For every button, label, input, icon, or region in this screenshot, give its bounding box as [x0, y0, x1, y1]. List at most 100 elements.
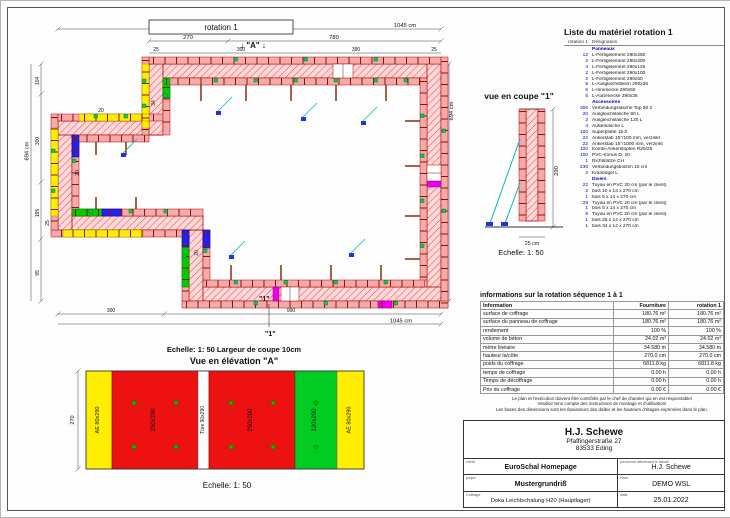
- note-line-3: Les bases des dimensions sont les épaiss…: [496, 406, 708, 412]
- worker-cell: personne effectuant le travail H.J. Sche…: [618, 459, 724, 474]
- info-fourniture: 24.02 m³: [613, 334, 669, 345]
- plan-wall-openings: [280, 63, 442, 302]
- material-label: bois 34 x 14 x 270 cm: [592, 224, 639, 230]
- material-qty: 306: [579, 106, 588, 112]
- info-rows: surface de coffrage 180.76 m² 180.76 m² …: [480, 309, 724, 395]
- date-value: 25.01.2022: [653, 497, 689, 505]
- dim-int-20a: 20: [98, 108, 104, 114]
- plan-brace-marks: [95, 85, 420, 280]
- elevation-title: Vue en élévation "A": [190, 356, 278, 366]
- material-qty: 22: [582, 135, 588, 141]
- dim-left-total: 694 cm: [25, 141, 31, 160]
- material-qty: 1: [585, 224, 588, 230]
- material-qty: 2: [585, 76, 588, 82]
- info-row: temps de coffrage 0.00 h 0.00 h: [480, 368, 724, 378]
- material-col-label: Désignation: [592, 40, 618, 45]
- material-row: 4 Außenlasche L: [564, 124, 724, 130]
- section-prop-foot-2: [501, 222, 508, 226]
- material-row: Divers: [564, 177, 724, 183]
- material-label: bois 5 x 14 x 270 cm: [592, 194, 636, 200]
- material-qty: 9: [585, 212, 588, 218]
- company-city: 83533 Eding: [575, 444, 613, 452]
- material-qty: 1: [585, 194, 588, 200]
- material-label: L-Fertigelement 290x100: [592, 70, 646, 76]
- info-row: surface de coffrage 180.76 m² 180.76 m²: [480, 309, 724, 319]
- material-row: 22 Ankerstab 15°/100 mm, verzinkt: [564, 136, 724, 142]
- info-rotation-value: 34.580 m: [668, 343, 724, 353]
- material-label: Außenlasche L: [592, 123, 624, 129]
- material-row: 4 L-Fertigelement 290x125: [564, 65, 724, 71]
- info-rotation-value: 6811.8 kg: [668, 359, 724, 370]
- material-row: Accessoires: [564, 100, 724, 106]
- material-qty: 12: [582, 52, 588, 58]
- section-prop-strut: [503, 182, 521, 227]
- section-prop-foot-1: [486, 222, 493, 226]
- material-label: Ankerstab 15°/1000 mm, verzinkt: [592, 141, 663, 147]
- date-cell: date 25.01.2022: [618, 492, 724, 507]
- note-line-1: Le plan et l'exécution doivent être cont…: [512, 396, 692, 401]
- name-label: Nom: [620, 476, 629, 481]
- material-row: 6 L-Innenecke 290x50: [564, 88, 724, 94]
- section-view: vue en coupe "1" 290 25 cm Echelle: 1: 5…: [484, 91, 563, 257]
- material-row: 2 L-Fertigelement 290x50: [564, 77, 724, 83]
- material-qty: 2: [585, 58, 588, 64]
- dim-top-total: 1045 cm: [394, 23, 416, 29]
- company-block: H.J. Schewe Pfaffingerstraße 27 83533 Ed…: [464, 421, 724, 459]
- name-cell: Nom DEMO WSL: [618, 475, 724, 490]
- material-label: Kranbügel L: [592, 171, 618, 177]
- plan-scale-note: Echelle: 1: 50 Largeur de coupe 10cm: [167, 345, 302, 354]
- material-row: 2 L-Fertigelement 290x200: [564, 59, 724, 65]
- section-prop-diagonal: [488, 138, 521, 227]
- info-fourniture: 270.0 cm: [613, 351, 669, 361]
- dim-top-270: 270: [183, 35, 193, 41]
- material-label: Ausgleichslasche 90 L: [592, 111, 640, 117]
- material-list-header: rotation 1 Désignation: [564, 40, 724, 46]
- material-label: L-Fertigelement 290x250: [592, 52, 646, 58]
- material-qty: 22: [582, 182, 588, 188]
- titleblock-row-project: projet Mustergrundriß Nom DEMO WSL: [464, 475, 724, 492]
- material-label: bois 5 x 14 x 270 cm: [592, 206, 636, 212]
- info-col-fourniture: Fourniture: [613, 300, 669, 311]
- material-row: 22 Ankerstab 15°/1000 mm, verzinkt: [564, 142, 724, 148]
- material-label: Tuyau en PVC 20 cm (par le client): [592, 182, 667, 188]
- material-qty: 1: [585, 159, 588, 165]
- elevation-panel-250-left: [111, 370, 199, 470]
- info-row: Temps de décoffrage 0.00 h 0.00 h: [480, 376, 724, 387]
- info-label: rendement: [480, 326, 614, 336]
- material-row: 2 Ausgleichslasche 120 L: [564, 118, 724, 124]
- project-cell: projet Mustergrundriß: [464, 475, 619, 491]
- material-label: Panneaux: [592, 47, 615, 52]
- info-row: hauteur la/côte 270.0 cm 270.0 cm: [480, 351, 724, 361]
- material-row: 5 L-Außenecke 290x36: [564, 94, 724, 100]
- elevation-marker-a: ↓ "A" ↓: [240, 41, 266, 50]
- section-marker-1-top: "1": [259, 296, 270, 303]
- info-rotation-value: 0.00 h: [668, 376, 724, 387]
- material-row: 1 Richtstütze CH: [564, 159, 724, 165]
- elevation-label-ae-right: AE 80x290: [347, 407, 353, 434]
- material-row: 100 PVC-Konus D. 20: [564, 153, 724, 159]
- material-qty: 5: [585, 82, 588, 88]
- section-wall: [525, 108, 539, 222]
- material-qty: 2: [585, 171, 588, 177]
- worker-label: personne effectuant le travail: [620, 459, 669, 464]
- company-name: H.J. Schewe: [564, 426, 624, 438]
- info-label: surface du panneau de coffrage: [480, 317, 614, 328]
- titleblock-row-client: client EuroSchal Homepage personne effec…: [464, 458, 724, 476]
- info-row: poids du coffrage 6811.8 kg 6811.8 kg: [480, 359, 724, 370]
- formwork-label: Coffrage: [466, 492, 481, 497]
- elevation-anchor-dots: [131, 400, 319, 450]
- info-row: surface du panneau de coffrage 180.76 m²…: [480, 317, 724, 328]
- dim-bot-total: 1045 cm: [390, 319, 412, 325]
- section-scale: Echelle: 1: 50: [498, 248, 543, 257]
- plan-walls: [57, 63, 442, 302]
- material-label: Tuyau en PVC 20 cm (par le client): [592, 212, 667, 218]
- material-row: 12 L-Fertigelement 290x250: [564, 53, 724, 59]
- plan-dimension-texts: 270 780 1045 cm 25 300 390 25 694 cm 104…: [25, 23, 456, 325]
- dim-sub-300: 300: [237, 47, 246, 53]
- material-qty: 4: [585, 123, 588, 129]
- material-qty: 1: [585, 206, 588, 212]
- client-cell: client EuroSchal Homepage: [464, 458, 619, 475]
- date-label: date: [620, 492, 628, 497]
- material-label: Verbindungslasche Top 50 2: [592, 106, 653, 112]
- project-value: Mustergrundriß: [514, 480, 567, 488]
